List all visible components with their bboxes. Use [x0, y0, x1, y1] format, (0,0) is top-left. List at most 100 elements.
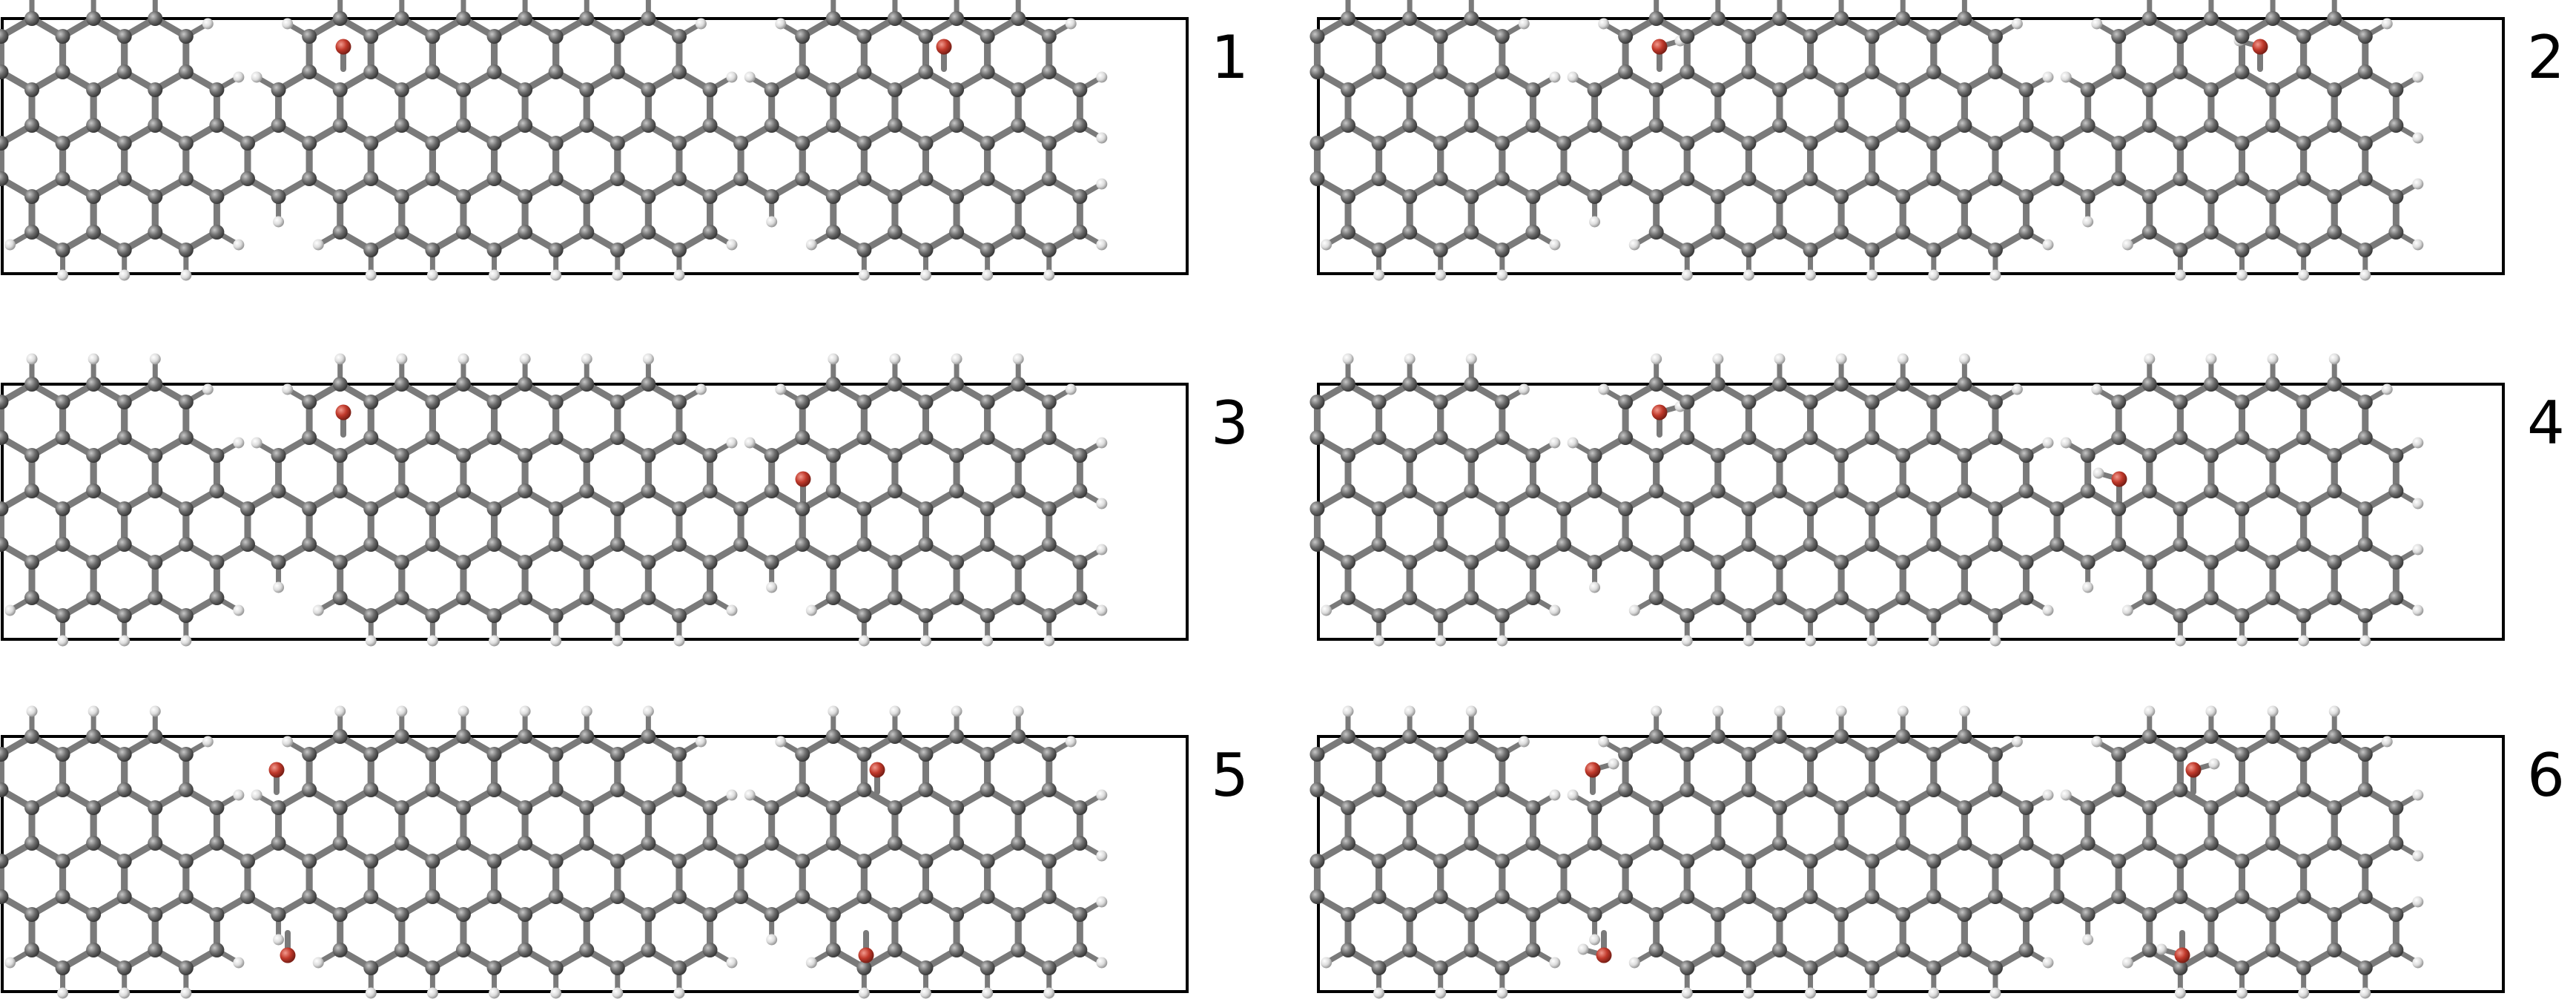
carbon-atom	[2141, 907, 2157, 922]
carbon-atom	[1464, 555, 1479, 570]
hydrogen-atom	[550, 987, 562, 999]
hydrogen-atom	[1496, 635, 1508, 647]
carbon-atom	[1041, 889, 1057, 904]
hydrogen-atom	[282, 383, 294, 395]
carbon-atom	[363, 65, 379, 79]
carbon-atom	[918, 537, 934, 552]
carbon-atom	[548, 171, 564, 186]
carbon-atom	[1011, 729, 1026, 744]
carbon-atom	[2141, 189, 2157, 204]
hydrogen-atom	[1958, 353, 1970, 365]
hydrogen-atom	[2359, 269, 2371, 281]
carbon-atom	[579, 225, 595, 240]
carbon-atom	[1771, 555, 1787, 570]
carbon-atom	[1525, 484, 1541, 498]
carbon-atom	[2173, 960, 2188, 975]
carbon-atom	[2357, 395, 2373, 409]
hydrogen-atom	[1065, 18, 1077, 30]
carbon-atom	[1464, 189, 1479, 204]
structure-panel-2	[1310, 0, 2505, 281]
carbon-atom	[2265, 555, 2281, 570]
carbon-atom	[1371, 854, 1387, 868]
carbon-atom	[240, 171, 255, 186]
carbon-atom	[610, 889, 625, 904]
hydrogen-atom	[805, 604, 817, 616]
carbon-atom	[856, 854, 872, 868]
carbon-atom	[1464, 800, 1479, 815]
carbon-atom	[1011, 800, 1026, 815]
carbon-atom	[55, 65, 70, 79]
carbon-atom	[1494, 854, 1510, 868]
carbon-atom	[2173, 136, 2188, 151]
carbon-atom	[1341, 448, 1355, 463]
hydrogen-atom	[1805, 269, 1817, 281]
carbon-atom	[548, 854, 564, 868]
carbon-atom	[2018, 943, 2034, 957]
hydrogen-atom	[1342, 705, 1354, 717]
hydrogen-atom	[1096, 132, 1108, 144]
carbon-atom	[2111, 395, 2127, 409]
carbon-atom	[455, 907, 471, 922]
carbon-atom	[1525, 82, 1541, 97]
carbon-atom	[1834, 943, 1849, 957]
carbon-atom	[394, 836, 409, 851]
carbon-atom	[240, 854, 255, 868]
carbon-atom	[2296, 136, 2311, 151]
carbon-atom	[1771, 590, 1787, 605]
hydrogen-atom	[519, 705, 531, 717]
hydrogen-atom	[1549, 71, 1561, 83]
hydrogen-atom	[2042, 789, 2054, 801]
hydrogen-atom	[2011, 383, 2023, 395]
carbon-atom	[1464, 590, 1479, 605]
carbon-atom	[2234, 608, 2250, 623]
carbon-atom	[641, 189, 656, 204]
carbon-atom	[1402, 729, 1418, 744]
carbon-atom	[2388, 225, 2404, 240]
hydrogen-atom	[2042, 239, 2054, 251]
hydrogen-atom	[1835, 353, 1847, 365]
carbon-atom	[2018, 225, 2034, 240]
hydrogen-atom	[2298, 269, 2310, 281]
carbon-atom	[1041, 747, 1057, 762]
carbon-atom	[1341, 555, 1355, 570]
carbon-atom	[1957, 729, 1972, 744]
carbon-atom	[1680, 29, 1695, 44]
carbon-atom	[1494, 608, 1510, 623]
carbon-atom	[363, 608, 379, 623]
carbon-atom	[2141, 590, 2157, 605]
carbon-atom	[671, 889, 687, 904]
carbon-atom	[2265, 729, 2281, 744]
carbon-atom	[1072, 590, 1088, 605]
carbon-atom	[1041, 171, 1057, 186]
carbon-atom	[641, 943, 656, 957]
carbon-atom	[1771, 484, 1787, 498]
carbon-atom	[1710, 82, 1725, 97]
carbon-atom	[610, 608, 625, 623]
carbon-atom	[1741, 608, 1757, 623]
carbon-atom	[86, 729, 102, 744]
carbon-atom	[1926, 29, 1941, 44]
hydrogen-atom	[612, 635, 624, 647]
carbon-atom	[2296, 608, 2311, 623]
carbon-atom	[1741, 501, 1757, 516]
hydrogen-atom	[695, 736, 707, 748]
carbon-atom	[1771, 836, 1787, 851]
hydrogen-atom	[2060, 789, 2072, 801]
hydrogen-atom	[1012, 353, 1024, 365]
carbon-atom	[733, 136, 749, 151]
carbon-atom	[1402, 943, 1418, 957]
carbon-atom	[825, 448, 841, 463]
hydrogen-atom	[426, 269, 438, 281]
carbon-atom	[887, 82, 902, 97]
carbon-atom	[1926, 243, 1941, 257]
carbon-atom	[0, 537, 9, 552]
carbon-atom	[733, 171, 749, 186]
hydrogen-atom	[4, 957, 16, 969]
hydrogen-atom	[1989, 987, 2001, 999]
carbon-atom	[148, 484, 163, 498]
carbon-atom	[1464, 907, 1479, 922]
carbon-atom	[733, 889, 749, 904]
carbon-atom	[1834, 377, 1849, 392]
carbon-atom	[394, 729, 409, 744]
carbon-atom	[2327, 590, 2342, 605]
